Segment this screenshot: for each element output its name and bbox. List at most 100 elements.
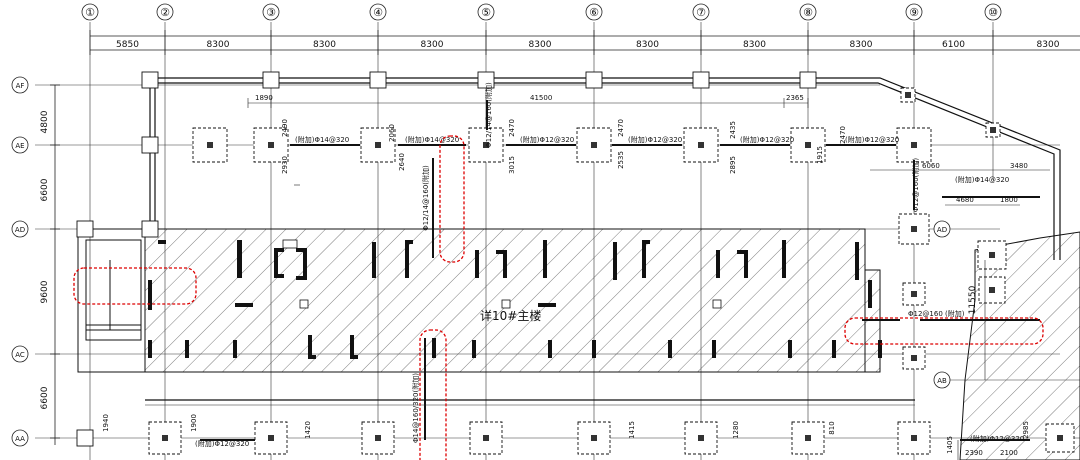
column-bubble [984, 3, 1002, 21]
label-v1: Φ12/14@160(附加) [484, 82, 493, 148]
edge-column [477, 71, 495, 89]
column-label: ⑦ [696, 6, 706, 19]
edge-column [692, 71, 710, 89]
column-bubble [585, 3, 603, 21]
column-dot [1057, 435, 1063, 441]
dim-2365: 2365 [786, 94, 804, 102]
span-label: 8300 [313, 40, 336, 50]
column-dot [805, 142, 811, 148]
column-dot [990, 127, 996, 133]
column-label: ⑩ [988, 6, 998, 19]
pile-cap [791, 421, 825, 455]
column-dot [989, 287, 995, 293]
column-caps [76, 71, 1075, 455]
column-dot [207, 142, 213, 148]
edge-column [369, 71, 387, 89]
dim-2435: 2435 [729, 121, 737, 139]
label-b4: (附加)Φ12@320 [628, 135, 682, 144]
dim-2390: 2390 [965, 449, 983, 457]
dim-4680: 4680 [956, 196, 974, 204]
dim-1800: 1800 [1000, 196, 1018, 204]
row-bubble-labels: AF AE AD AC AA AB AD [15, 82, 947, 443]
dim-1405: 1405 [946, 436, 954, 454]
column-dot [698, 435, 704, 441]
column-dot [911, 226, 917, 232]
dim-1900: 1900 [190, 414, 198, 432]
column-dot [989, 252, 995, 258]
dim-11550: 11550 [968, 285, 978, 314]
column-bubble [692, 3, 710, 21]
label-b5: (附加)Φ12@320 [740, 135, 794, 144]
row-label-ad-right: AD [937, 226, 947, 234]
dim-1940: 1940 [102, 414, 110, 432]
edge-column [799, 71, 817, 89]
dim-1420a: 1420 [304, 421, 312, 439]
column-dot [911, 355, 917, 361]
label-h1: Φ12@160 (附加) [908, 309, 965, 318]
column-dot [162, 435, 168, 441]
small-openings [282, 239, 722, 309]
slab-outline [145, 77, 1061, 401]
column-dot [805, 435, 811, 441]
dim-810: 810 [828, 421, 836, 434]
label-v4: Φ14@160/320(附加) [411, 373, 420, 443]
building-label: 详10#主楼 [480, 308, 541, 323]
row-label-ab: AB [937, 377, 947, 385]
revision-clouds [73, 135, 1044, 460]
dim-1415: 1415 [628, 421, 636, 439]
dim-4800: 4800 [40, 110, 50, 133]
edge-column [76, 220, 94, 238]
column-dot [591, 435, 597, 441]
dim-9600: 9600 [40, 280, 50, 303]
column-dot [905, 92, 911, 98]
row-label-aa: AA [15, 435, 25, 443]
top-dimension-line [89, 30, 1080, 55]
column-label: ⑥ [589, 6, 599, 19]
column-bubble [262, 3, 280, 21]
dim-2895: 2895 [729, 156, 737, 174]
dim-41500: 41500 [530, 94, 552, 102]
pile-cap [898, 213, 930, 245]
dim-2470c: 2470 [839, 126, 847, 144]
dim-6600-lower: 6600 [40, 386, 50, 409]
label-b3: (附加)Φ12@320 [520, 135, 574, 144]
column-dot [268, 142, 274, 148]
column-label: ⑤ [481, 6, 491, 19]
label-b1: (附加)Φ14@320 [295, 135, 349, 144]
span-label: 6100 [942, 40, 965, 50]
edge-column [76, 429, 94, 447]
label-v3: Φ12@160(附加) [911, 158, 920, 213]
dim-2100: 2100 [1000, 449, 1018, 457]
reinforcement-lines [200, 100, 1040, 441]
dim-2490: 2490 [281, 119, 289, 137]
dim-1915: 1915 [816, 146, 824, 164]
column-bubble [477, 3, 495, 21]
label-h2: (附加)Φ14@320 [955, 175, 1009, 184]
column-dot [911, 291, 917, 297]
column-label: ④ [373, 6, 383, 19]
column-label: ⑨ [909, 6, 919, 19]
reinforcement-labels: (附加)Φ14@320 (附加)Φ14@320 (附加)Φ12@320 (附加)… [195, 82, 1024, 448]
dim-2930: 2930 [281, 156, 289, 174]
column-bubble [156, 3, 174, 21]
dim-2060: 2060 [388, 124, 396, 142]
column-bubble [81, 3, 99, 21]
column-dot [268, 435, 274, 441]
shear-walls [148, 240, 920, 360]
column-label: ③ [266, 6, 276, 19]
row-bubbles [11, 76, 951, 447]
column-dot [375, 435, 381, 441]
column-label: ① [85, 6, 95, 19]
column-bubble [369, 3, 387, 21]
column-dot [483, 142, 489, 148]
dim-1280: 1280 [732, 421, 740, 439]
column-dot [911, 142, 917, 148]
row-label-ac: AC [15, 351, 25, 359]
column-bubble [905, 3, 923, 21]
span-label: 8300 [1037, 40, 1060, 50]
column-label: ⑧ [803, 6, 813, 19]
column-dot [483, 435, 489, 441]
dim-3480: 3480 [1010, 162, 1028, 170]
